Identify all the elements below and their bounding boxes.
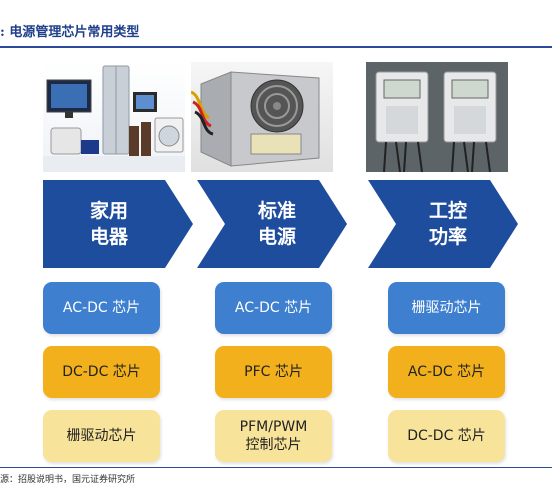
category-label: 标准 电源 bbox=[257, 200, 296, 248]
source-note: 源：招股说明书，国元证券研究所 bbox=[0, 475, 136, 485]
chip-dc-dc: DC-DC 芯片 bbox=[43, 346, 160, 398]
category-arrow-home-appliances: 家用 电器 bbox=[43, 180, 193, 268]
category-arrow-industrial-power: 工控 功率 bbox=[368, 180, 518, 268]
power-supply-icon bbox=[191, 62, 333, 172]
page-title: : 电源管理芯片常用类型 bbox=[0, 25, 140, 40]
chip-gate-driver: 栅驱动芯片 bbox=[43, 410, 160, 462]
title-divider bbox=[0, 46, 552, 48]
chip-pfc: PFC 芯片 bbox=[215, 346, 332, 398]
home-appliances-icon bbox=[43, 62, 185, 172]
chip-ac-dc: AC-DC 芯片 bbox=[388, 346, 505, 398]
chip-ac-dc: AC-DC 芯片 bbox=[43, 282, 160, 334]
footer-divider bbox=[0, 467, 552, 468]
electric-meter-icon bbox=[366, 62, 508, 172]
category-label: 工控 功率 bbox=[428, 200, 467, 248]
chip-dc-dc: DC-DC 芯片 bbox=[388, 410, 505, 462]
category-label: 家用 电器 bbox=[89, 200, 128, 248]
chip-ac-dc: AC-DC 芯片 bbox=[215, 282, 332, 334]
chip-pfm-pwm-controller: PFM/PWM 控制芯片 bbox=[215, 410, 332, 462]
chip-gate-driver: 栅驱动芯片 bbox=[388, 282, 505, 334]
category-arrow-standard-power: 标准 电源 bbox=[197, 180, 347, 268]
